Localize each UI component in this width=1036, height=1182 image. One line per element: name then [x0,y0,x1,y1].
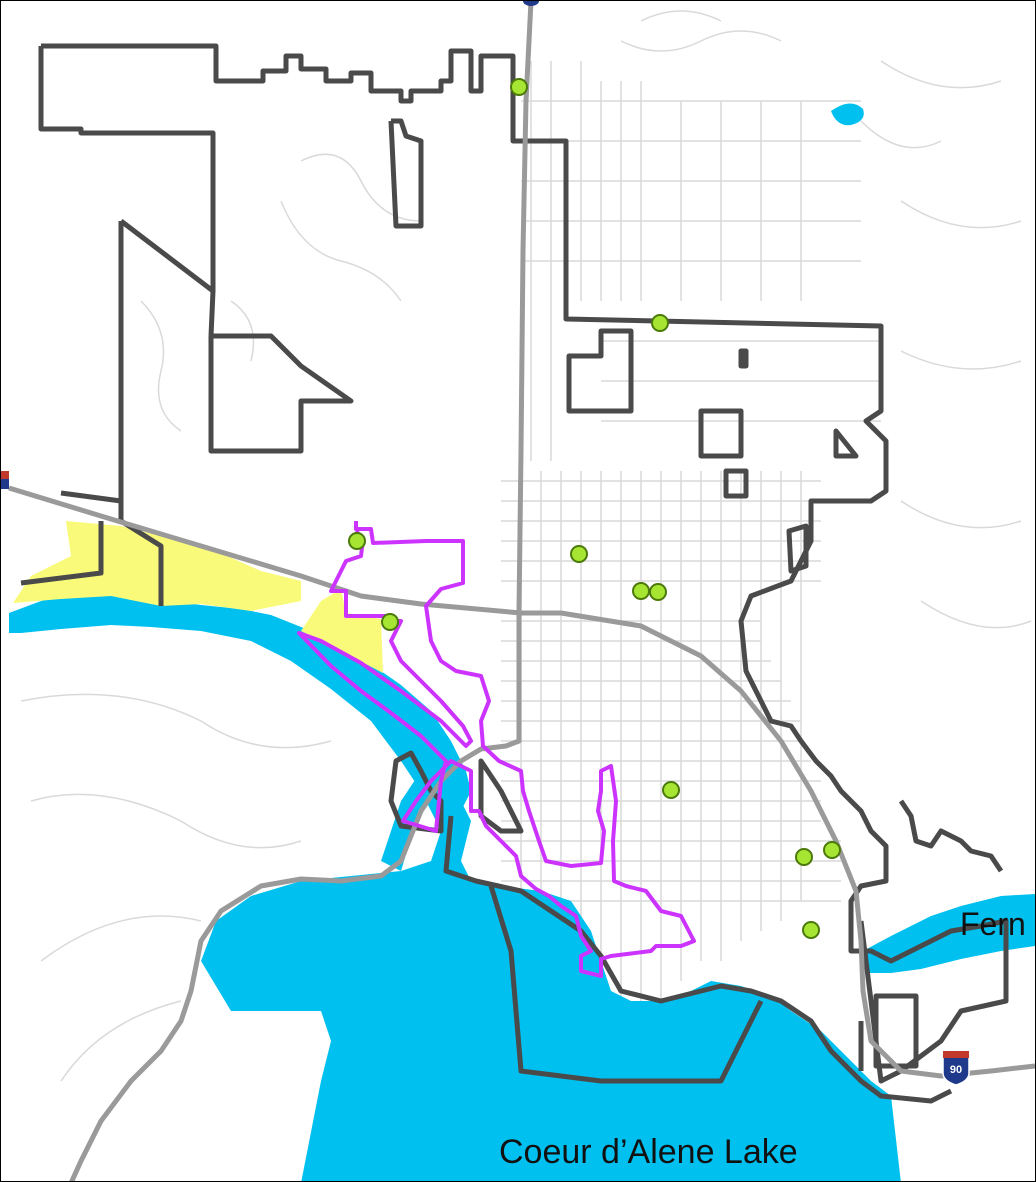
point-markers [348,78,841,939]
annex-areas [13,521,383,673]
point-marker-icon [651,314,669,332]
point-marker-icon [510,78,528,96]
city-boundary [20,43,1009,1104]
point-marker-icon [649,583,667,601]
street-grid [20,10,1032,1082]
district-boundary [297,521,696,978]
interstate-shield-icon: 90 [942,1050,970,1086]
edge-markers [1,1,539,489]
point-marker-icon [662,781,680,799]
us-95 [69,1,534,1181]
point-marker-icon [632,582,650,600]
lake [201,801,901,1181]
fern-label: Fern [960,906,1026,942]
interstate-shield-number: 90 [950,1064,962,1076]
point-marker-icon [348,532,366,550]
point-marker-icon [570,545,588,563]
highways [8,1,1035,1181]
point-marker-icon [381,613,399,631]
point-marker-icon [795,848,813,866]
interstate-90 [8,485,1035,1079]
lake-label: Coeur d’Alene Lake [499,1133,798,1171]
point-marker-icon [823,841,841,859]
point-marker-icon [802,921,820,939]
small-pond [831,103,864,126]
